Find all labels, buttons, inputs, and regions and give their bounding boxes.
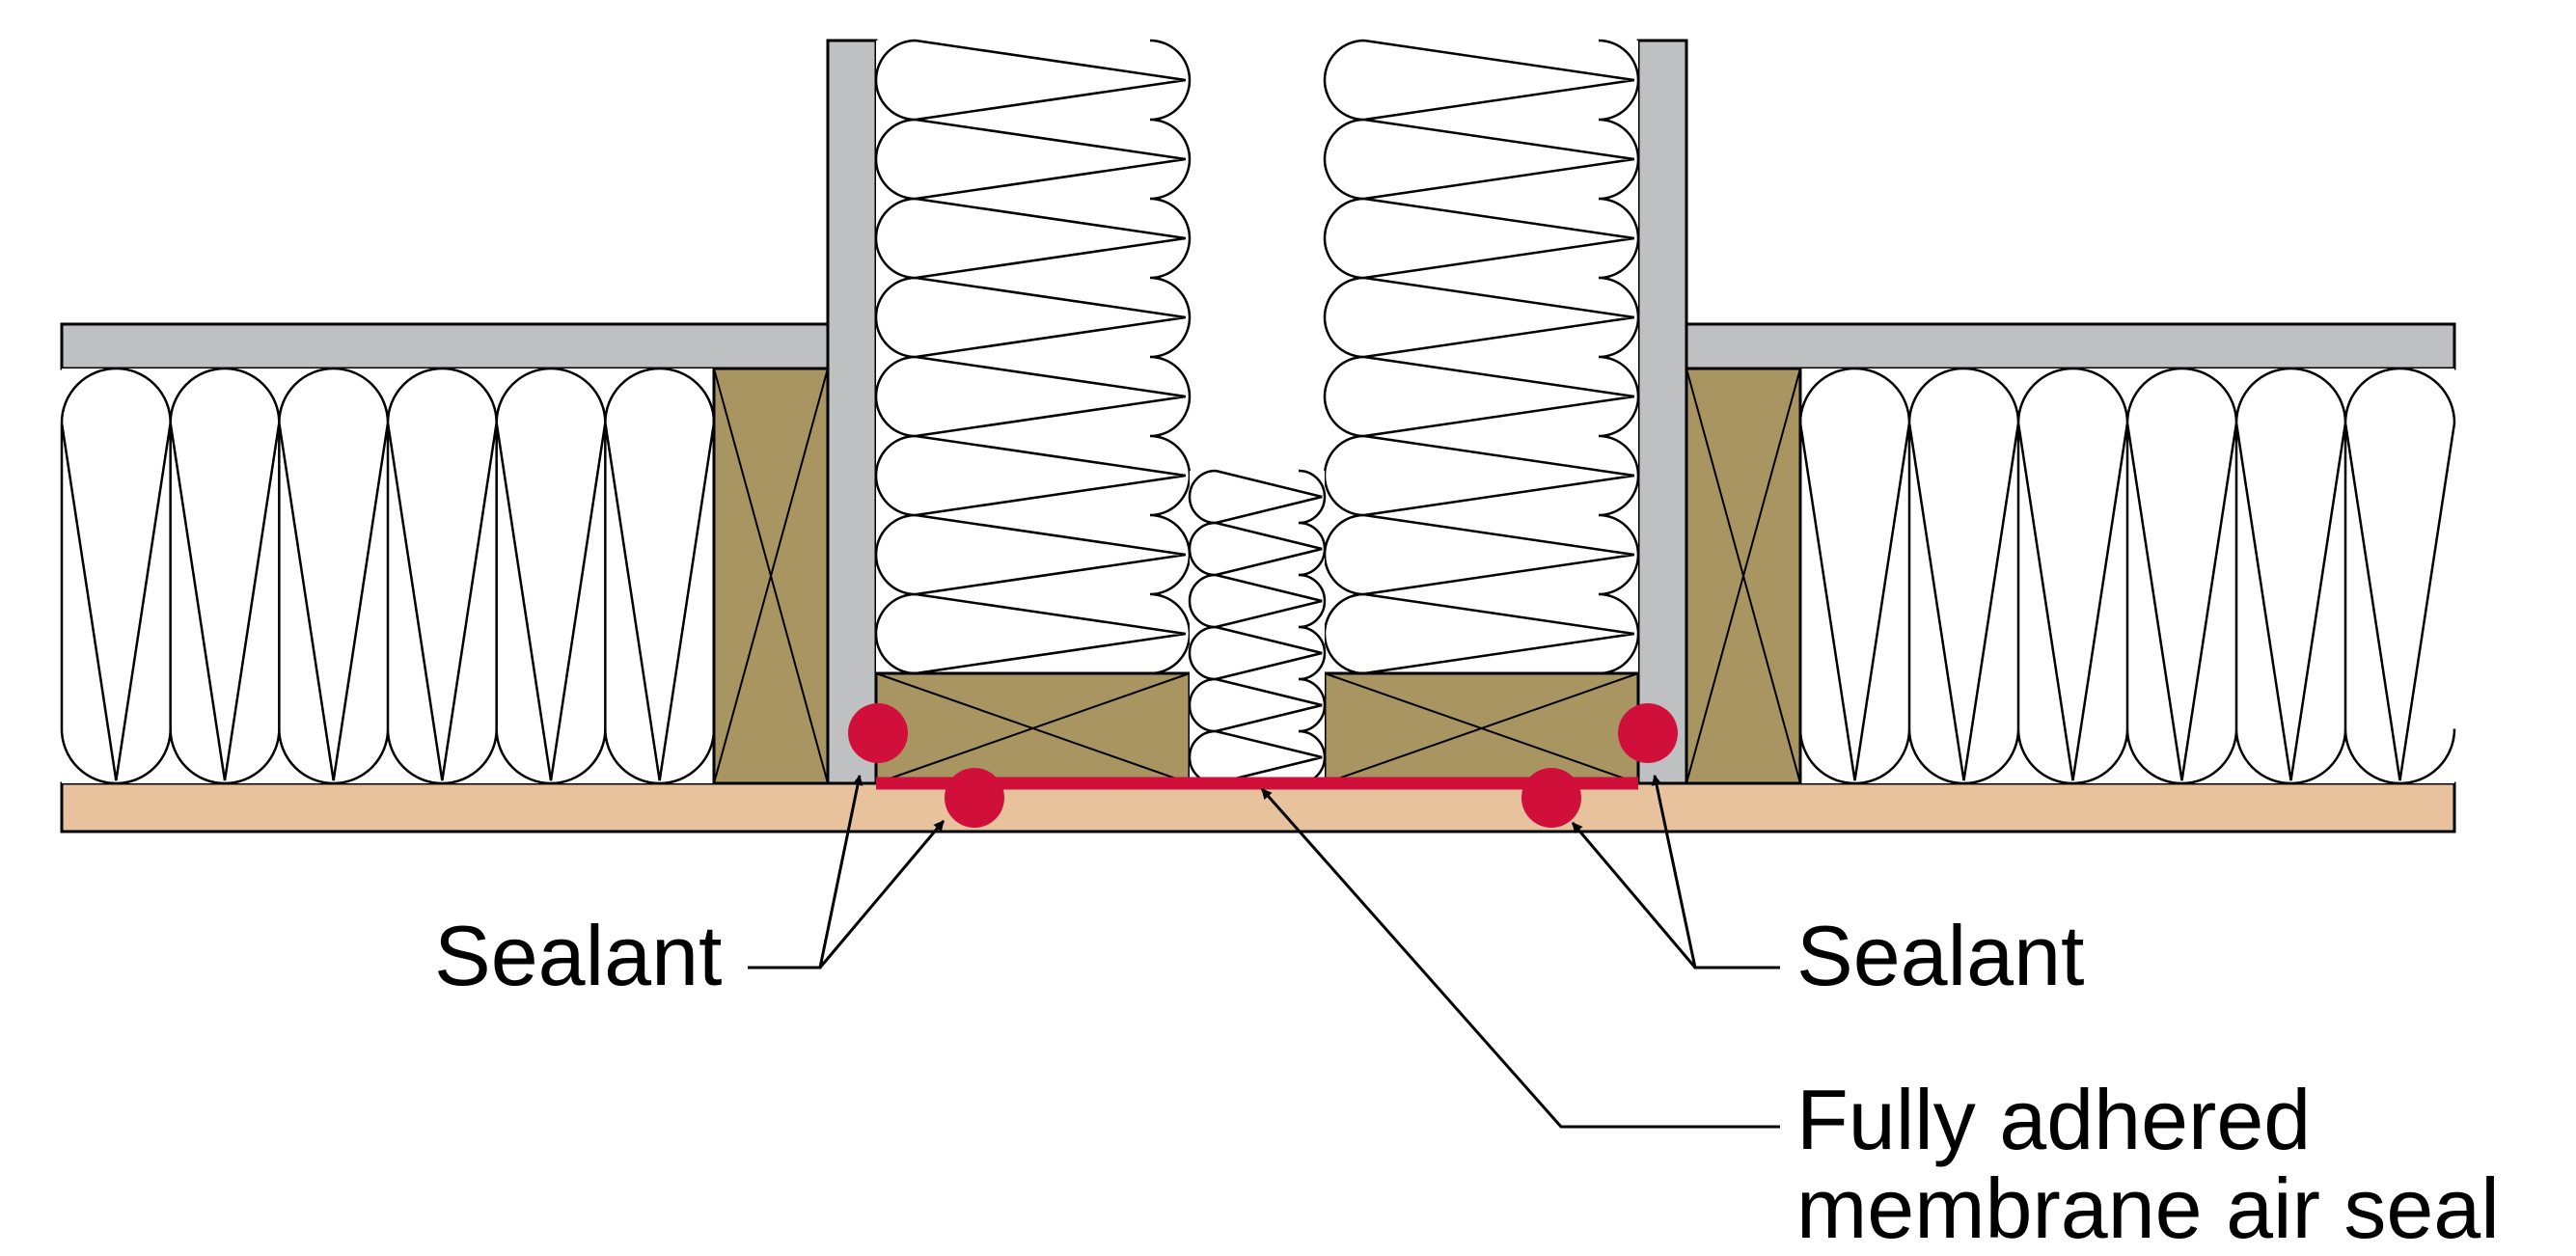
wall-insulation-right <box>1323 39 1640 675</box>
bottom-plate-right <box>1323 671 1640 785</box>
sealant-label-right: Sealant <box>1796 908 2085 1003</box>
ceiling-drywall-left <box>60 322 830 370</box>
ceiling-insulation-left <box>60 367 716 785</box>
sealant-bead <box>1521 768 1581 828</box>
ceiling-joist-left <box>712 367 830 785</box>
leader-sealant-left <box>748 774 945 969</box>
leader-sealant-right <box>1571 774 1780 969</box>
wall-drywall-right <box>1636 39 1688 785</box>
leader-membrane <box>1260 788 1780 1129</box>
sheathing-board <box>60 781 2456 833</box>
sealant-bead <box>1618 703 1678 763</box>
ceiling-drywall-right <box>1685 322 2456 370</box>
sealant-bead <box>848 703 908 763</box>
membrane-label: Fully adhered membrane air seal <box>1796 1076 2500 1253</box>
bottom-plate-left <box>874 671 1192 785</box>
sealant-label-left: Sealant <box>434 908 723 1003</box>
wall-drywall-left <box>826 39 878 785</box>
gap-insulation <box>1188 469 1327 785</box>
sealant-bead <box>945 768 1004 828</box>
membrane-label-line2: membrane air seal <box>1796 1160 2500 1256</box>
ceiling-insulation-right <box>1798 367 2456 785</box>
ceiling-joist-right <box>1685 367 1802 785</box>
wall-insulation-left <box>874 39 1192 675</box>
membrane-label-line1: Fully adhered <box>1796 1072 2312 1167</box>
